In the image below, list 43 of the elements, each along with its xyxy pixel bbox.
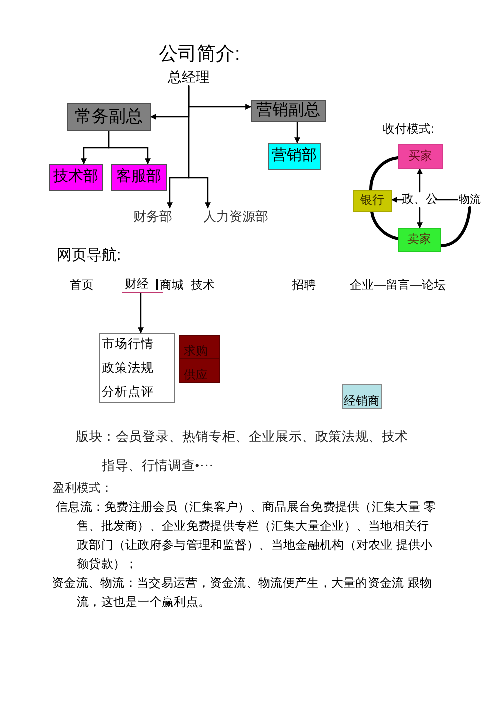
party-box: 卖家 [398,228,441,252]
curved-line [440,206,472,248]
curved-line [370,210,400,240]
party-box: 买家 [398,144,443,169]
department-name: 财务部 [130,208,176,226]
nav-link: 首页 [70,277,94,293]
nav-link: 商城 [160,277,184,293]
section-heading: 网页导航: [57,246,122,266]
arrow [294,121,300,144]
department-box: 客服部 [111,164,167,191]
nav-link: 招聘 [292,277,316,293]
category-box: 供应 [179,358,220,383]
nav-link: 企业—留言—论坛 [350,277,446,293]
arrow [138,292,144,334]
arrow [417,207,423,229]
dealer-box: 经销商 [342,384,382,409]
connector-line [435,199,459,201]
party-box: 银行 [353,190,392,212]
arrow [108,130,151,165]
paragraph: 版块：会员登录、热销专柜、企业展示、政策法规、技术指导、行情调查•··· [76,428,410,475]
flow-text: 物流 [458,192,482,208]
department-box: 营销部 [268,143,321,170]
arrow [417,168,423,193]
department-box: 技术部 [49,164,103,191]
department-name: 人力资源部 [202,208,270,226]
section-heading: 盈利模式： [53,480,113,496]
category-box: 求购 [179,335,220,359]
menu-item: 政策法规 [102,361,154,376]
role-box: 常务副总 [67,103,151,131]
role-box: 营销副总 [251,100,326,122]
dropdown-menu [99,333,175,403]
section-heading: 收付模式: [383,121,434,137]
nav-link: 技术 [191,277,215,293]
menu-item: 市场行情 [102,337,154,352]
curved-line [370,156,400,192]
paragraph: 信息流：免费注册会员（汇集客户）、商品展台免费提供（汇集大量 零售、批发商）、企业免费提供专栏（汇集大量企业）、当地相关行政部门（让政府参与管理和监督）、当地金融机构（对农业 提供小额贷款）； [56,499,438,573]
arrow [391,197,405,203]
role-title: 总经理 [167,69,211,86]
flow-text: 政、公 [404,192,436,208]
paragraph: 资金流、物流：当交易运营，资金流、物流便产生，大量的资金流 跟物流，这也是一个赢利点。 [52,575,434,611]
menu-item: 分析点评 [102,385,154,400]
arrow [188,85,211,209]
page-title: 公司简介: [159,44,240,66]
